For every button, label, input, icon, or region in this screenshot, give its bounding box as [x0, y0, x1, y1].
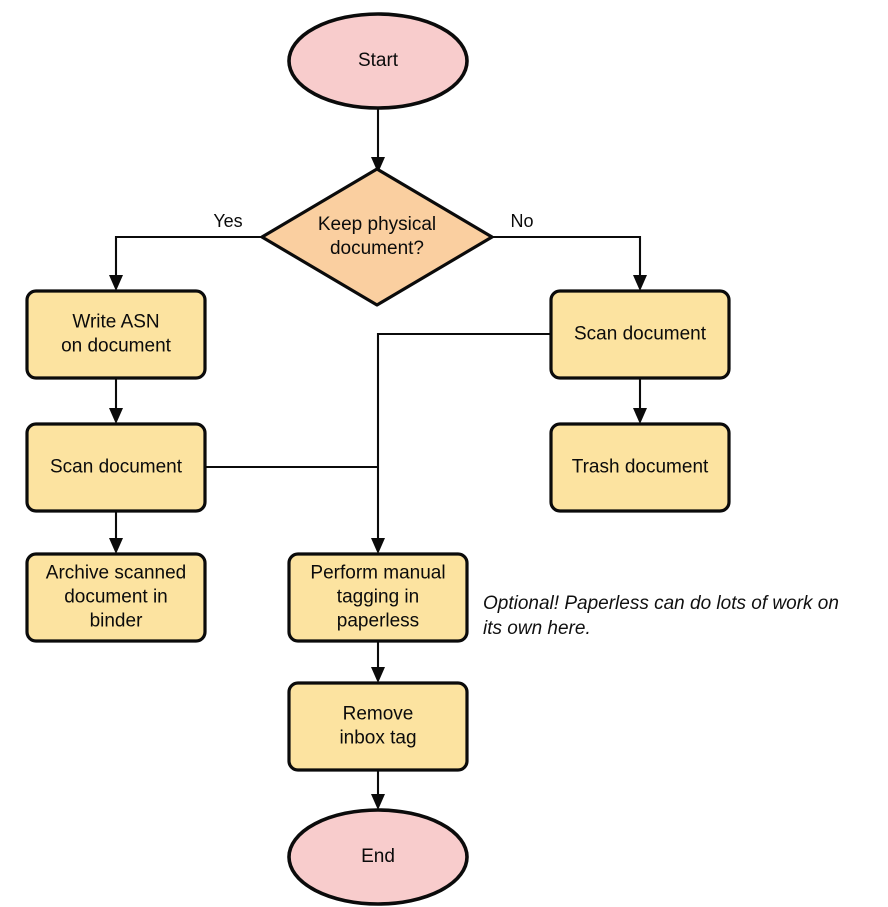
- node-label: binder: [90, 611, 143, 632]
- node-label: Trash document: [572, 457, 709, 478]
- node-label: document?: [330, 238, 424, 259]
- node-label: paperless: [337, 611, 419, 632]
- node-label: inbox tag: [339, 728, 416, 749]
- edge-line: [114, 235, 262, 281]
- node-shape-ellipse: [287, 12, 469, 110]
- node-label: Perform manual: [310, 563, 445, 584]
- annotation-line: Optional! Paperless can do lots of work …: [483, 593, 839, 614]
- node-label: Write ASN: [72, 312, 159, 333]
- arrowhead-icon: [371, 538, 385, 554]
- edge-write-asn-to-scan-left: [109, 378, 123, 424]
- arrowhead-icon: [633, 408, 647, 424]
- node-label: End: [361, 846, 395, 867]
- node-label: tagging in: [337, 587, 419, 608]
- node-archive-binder[interactable]: Archive scanned document in binder: [25, 552, 207, 643]
- edge-remove-tag-to-end: [371, 770, 385, 810]
- edge-line: [376, 332, 551, 544]
- edge-decision-to-scan-right: No: [492, 211, 647, 291]
- arrowhead-icon: [371, 667, 385, 683]
- node-end[interactable]: End: [287, 808, 469, 906]
- node-shape-ellipse: [287, 808, 469, 906]
- annotation-line: its own here.: [483, 618, 591, 639]
- node-shape-rect: [549, 289, 731, 380]
- edges-layer: Yes No: [109, 108, 647, 810]
- node-trash-document[interactable]: Trash document: [549, 422, 731, 513]
- node-keep-physical[interactable]: Keep physical document?: [260, 167, 494, 307]
- edge-label: No: [510, 211, 533, 231]
- node-shape-diamond: [260, 167, 494, 307]
- arrowhead-icon: [109, 408, 123, 424]
- edge-scan-right-to-tagging: [371, 332, 551, 554]
- node-shape-rect: [25, 552, 207, 643]
- edge-tagging-to-remove-tag: [371, 641, 385, 683]
- annotation-optional-note: Optional! Paperless can do lots of work …: [483, 593, 839, 639]
- arrowhead-icon: [109, 275, 123, 291]
- node-scan-document-left[interactable]: Scan document: [25, 422, 207, 513]
- node-shape-rect: [287, 552, 469, 643]
- edge-line: [492, 235, 642, 281]
- edge-label: Yes: [213, 211, 242, 231]
- node-label: Archive scanned: [46, 563, 186, 584]
- node-shape-rect: [287, 681, 469, 772]
- node-label: Keep physical: [318, 214, 436, 235]
- annotations-layer: Optional! Paperless can do lots of work …: [483, 593, 839, 639]
- edge-scan-right-to-trash: [633, 378, 647, 424]
- node-label: document in: [64, 587, 168, 608]
- arrowhead-icon: [371, 794, 385, 810]
- node-write-asn[interactable]: Write ASN on document: [25, 289, 207, 380]
- node-remove-inbox-tag[interactable]: Remove inbox tag: [287, 681, 469, 772]
- node-shape-rect: [25, 289, 207, 380]
- node-manual-tagging[interactable]: Perform manual tagging in paperless: [287, 552, 469, 643]
- edge-decision-to-write-asn: Yes: [109, 211, 262, 291]
- arrowhead-icon: [371, 157, 385, 173]
- node-label: Scan document: [50, 457, 183, 478]
- edge-start-to-decision: [371, 108, 385, 173]
- node-label: Remove: [343, 704, 414, 725]
- node-shape-rect: [25, 422, 207, 513]
- node-shape-rect: [549, 422, 731, 513]
- node-label: Start: [358, 50, 399, 71]
- arrowhead-icon: [109, 538, 123, 554]
- arrowhead-icon: [633, 275, 647, 291]
- node-label: Scan document: [574, 324, 707, 345]
- node-scan-document-right[interactable]: Scan document: [549, 289, 731, 380]
- node-label: on document: [61, 336, 172, 357]
- node-start[interactable]: Start: [287, 12, 469, 110]
- edge-scan-left-to-archive: [109, 511, 123, 554]
